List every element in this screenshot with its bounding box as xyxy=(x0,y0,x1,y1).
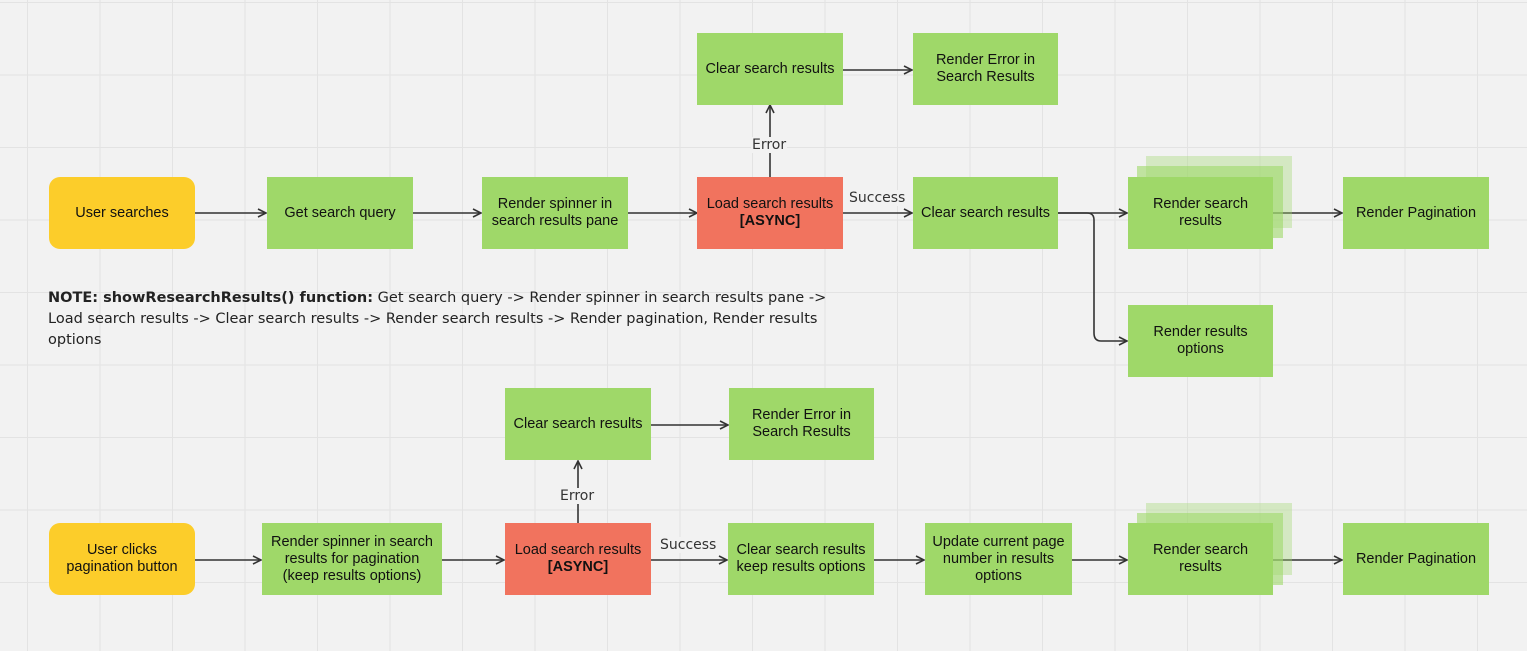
node-label: Load search results xyxy=(514,542,642,558)
error-label-2: Error xyxy=(559,488,596,504)
process-render-error[interactable]: Render Error in Search Results xyxy=(913,33,1058,105)
node-label: Render search results xyxy=(1152,196,1249,229)
process-render-search-results-2[interactable]: Render search results xyxy=(1128,523,1273,595)
node-label: Update current page number in results op… xyxy=(932,533,1065,584)
node-label: Render results options xyxy=(1153,324,1248,357)
error-label: Error xyxy=(751,137,788,153)
process-clear-results-on-error-2[interactable]: Clear search results xyxy=(505,388,651,460)
start-node-user-searches[interactable]: User searches xyxy=(49,177,195,249)
node-label: User searches xyxy=(75,204,169,221)
function-note: NOTE: showResearchResults() function: Ge… xyxy=(48,288,838,351)
start-node-user-clicks-pagination[interactable]: User clicks pagination button xyxy=(49,523,195,595)
process-render-pagination[interactable]: Render Pagination xyxy=(1343,177,1489,249)
node-label: Render Error in Search Results xyxy=(751,407,852,440)
process-render-spinner-pagination[interactable]: Render spinner in search results for pag… xyxy=(262,523,442,595)
process-clear-results-keep-options[interactable]: Clear search results keep results option… xyxy=(728,523,874,595)
arrow-clear-to-render-options xyxy=(1058,212,1126,341)
success-label: Success xyxy=(848,190,907,206)
node-label: Clear search results keep results option… xyxy=(736,542,866,575)
async-tag: [ASYNC] xyxy=(739,213,801,229)
node-label: User clicks pagination button xyxy=(66,542,178,575)
node-label: Render spinner in search results for pag… xyxy=(270,533,433,584)
async-load-search-results[interactable]: Load search results [ASYNC] xyxy=(697,177,843,249)
note-body: Get search query -> Render spinner in se… xyxy=(48,290,827,348)
process-get-search-query[interactable]: Get search query xyxy=(267,177,413,249)
process-clear-results-on-error[interactable]: Clear search results xyxy=(697,33,843,105)
process-render-results-options[interactable]: Render results options xyxy=(1128,305,1273,377)
process-render-spinner[interactable]: Render spinner in search results pane xyxy=(482,177,628,249)
async-load-search-results-2[interactable]: Load search results [ASYNC] xyxy=(505,523,651,595)
node-label: Clear search results xyxy=(921,204,1050,221)
node-label: Render Pagination xyxy=(1355,550,1477,567)
node-label: Render Pagination xyxy=(1355,204,1477,221)
node-label: Get search query xyxy=(284,204,396,221)
process-render-error-2[interactable]: Render Error in Search Results xyxy=(729,388,874,460)
process-render-pagination-2[interactable]: Render Pagination xyxy=(1343,523,1489,595)
node-label: Render spinner in search results pane xyxy=(491,196,619,229)
node-label: Load search results xyxy=(706,196,834,212)
node-label: Render search results xyxy=(1152,542,1249,575)
node-label: Render Error in Search Results xyxy=(935,52,1036,85)
async-tag: [ASYNC] xyxy=(547,559,609,575)
process-render-search-results[interactable]: Render search results xyxy=(1128,177,1273,249)
node-label: Clear search results xyxy=(705,60,835,77)
node-label: Clear search results xyxy=(513,415,643,432)
note-heading: NOTE: showResearchResults() function: xyxy=(48,290,374,306)
process-update-current-page[interactable]: Update current page number in results op… xyxy=(925,523,1072,595)
success-label-2: Success xyxy=(659,537,718,553)
process-clear-results-on-success[interactable]: Clear search results xyxy=(913,177,1058,249)
